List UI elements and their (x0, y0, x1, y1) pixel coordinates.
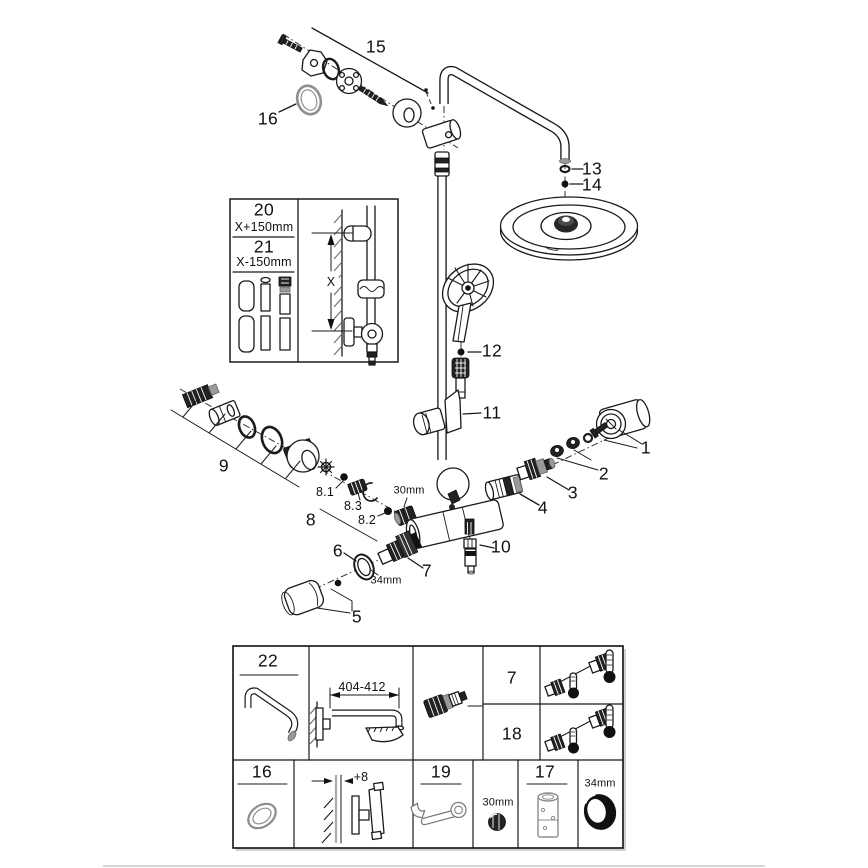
rail-mounting-illustration (333, 205, 385, 366)
hand-shower-holder-11 (412, 389, 482, 436)
leader-11 (462, 412, 482, 415)
thermostat-body (405, 467, 504, 549)
spray-head-icon (365, 726, 404, 743)
star-washer-icon (317, 458, 335, 476)
handle-screw-icon (589, 421, 609, 439)
x-dimension (311, 232, 353, 332)
parts-2 (550, 437, 599, 471)
long-screw-icon (358, 85, 389, 107)
leader-4 (519, 493, 540, 506)
cell-30mm-nut (488, 813, 506, 831)
leader-2 (556, 449, 599, 471)
mounting-screw-icon (277, 34, 303, 53)
leader-5 (316, 588, 353, 614)
cell-wall-offset (311, 774, 385, 844)
riser-pipe (434, 151, 450, 460)
leader-1 (603, 429, 643, 449)
hand-shower-handle (452, 302, 472, 343)
leader-8-group (319, 480, 408, 542)
escutcheon-icon (392, 98, 422, 128)
cell-17-part (526, 783, 568, 838)
rail-tubes-icon (238, 276, 292, 353)
cell-22-arm (239, 674, 299, 742)
table-grid (232, 645, 624, 849)
cell-19-wrench (410, 783, 467, 826)
cell-34mm-ring (583, 793, 617, 830)
temperature-handle-1 (582, 399, 651, 449)
check-valve-group-8 (317, 458, 417, 542)
thermo-diagram-18 (544, 704, 616, 754)
outlet-parts-10 (463, 521, 495, 575)
aquadimmer-4 (484, 474, 540, 506)
cell-coupling (423, 690, 483, 718)
shower-arm (439, 65, 571, 164)
handle-5 (281, 579, 353, 616)
hand-shower (441, 263, 495, 343)
grey-seal-ring-16-icon (295, 84, 323, 116)
cartridge-3 (516, 457, 570, 491)
cell-16-seal (237, 783, 288, 830)
parts-table (232, 645, 626, 851)
leader-10 (479, 544, 495, 549)
rail-length-box (229, 198, 399, 366)
leader-34mm (370, 569, 379, 576)
leader-7 (407, 557, 424, 569)
leader-15 (311, 27, 429, 94)
thermo-diagram-7 (544, 649, 616, 699)
wall-union-exploded (277, 27, 462, 149)
o-ring-icon (321, 57, 341, 81)
union-parts-group-9 (170, 383, 320, 488)
flange-icon (335, 67, 363, 95)
cartridge-7 (377, 530, 424, 569)
ring-6 (343, 552, 379, 581)
rain-shower-head (499, 196, 639, 261)
leader-9 (170, 398, 301, 488)
leader-3 (546, 476, 570, 491)
leader-6 (343, 552, 357, 562)
arm-washers (559, 165, 584, 188)
cell-arm-dimension (309, 687, 405, 748)
mounting-plate-icon (301, 49, 328, 77)
leader-16 (278, 103, 297, 113)
hand-shower-filter-12 (451, 348, 482, 399)
wall-union-cylinder-icon (421, 119, 462, 149)
